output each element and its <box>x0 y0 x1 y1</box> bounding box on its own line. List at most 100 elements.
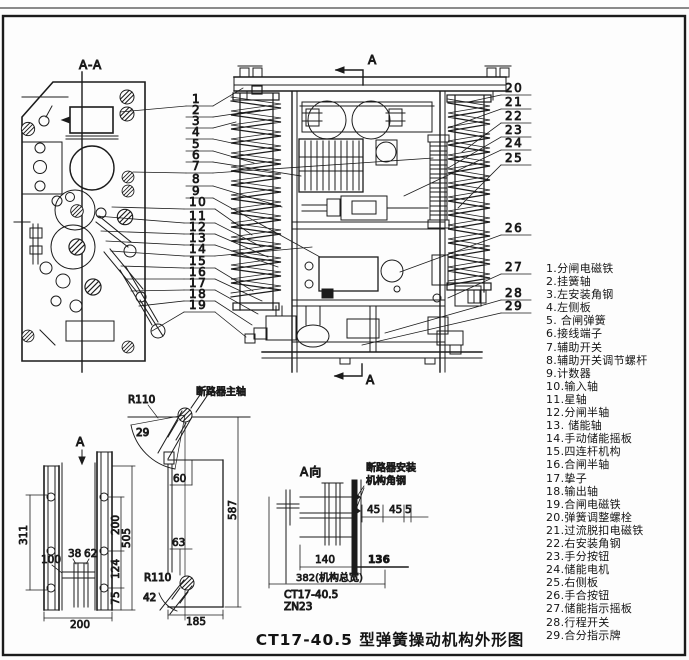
svg-text:13: 13 <box>189 231 207 245</box>
callout-27: 27 <box>447 260 532 299</box>
svg-text:5: 5 <box>405 504 412 516</box>
svg-text:29: 29 <box>505 299 523 313</box>
breaker-shaft-label: 断路器主轴 <box>196 385 246 398</box>
parts-legend: 1.分闸电磁铁 2.挂簧轴 3.左安装角钢 4.左侧板 5. 合闸弹簧 6.接线… <box>546 262 688 642</box>
callout-18: 18 <box>138 287 253 326</box>
svg-text:12: 12 <box>189 220 207 234</box>
callout-17: 17 <box>130 276 259 315</box>
legend-item: 27.储能指示摇板 <box>546 602 633 616</box>
callout-15: 15 <box>120 254 254 292</box>
upper-panel <box>299 100 435 140</box>
svg-text:26: 26 <box>505 221 523 235</box>
svg-text:28: 28 <box>505 286 523 300</box>
svg-text:63: 63 <box>172 537 185 549</box>
svg-text:R110: R110 <box>144 572 171 584</box>
svg-text:6: 6 <box>192 148 201 162</box>
callout-24: 24 <box>403 136 532 197</box>
svg-text:200: 200 <box>70 619 90 631</box>
svg-text:38: 38 <box>68 548 81 560</box>
svg-text:587: 587 <box>227 500 239 520</box>
callout-10: 10 <box>111 195 253 236</box>
legend-item: 7.辅助开关 <box>546 340 603 354</box>
svg-text:200: 200 <box>110 515 122 535</box>
callout-7: 7 <box>132 157 434 174</box>
svg-text:A: A <box>368 53 377 67</box>
svg-text:R110: R110 <box>128 394 155 406</box>
svg-text:1: 1 <box>192 92 201 106</box>
legend-item: 23.手分按钮 <box>546 550 610 564</box>
svg-text:18: 18 <box>189 287 207 301</box>
drawing-title: CT17-40.5 型弹簧操动机构外形图 <box>255 631 525 649</box>
svg-text:45: 45 <box>389 504 402 516</box>
svg-text:2: 2 <box>192 103 201 117</box>
svg-text:62: 62 <box>84 548 97 560</box>
svg-text:8: 8 <box>192 172 201 186</box>
mount-note-line2: 机构角钢 <box>366 474 406 487</box>
legend-item: 8.辅助开关调节螺杆 <box>546 353 648 367</box>
shaft-end <box>375 141 397 163</box>
callout-14: 14 <box>110 242 313 257</box>
svg-text:10: 10 <box>189 195 207 209</box>
mount-note-line1: 断路器安装 <box>366 461 416 474</box>
page-border <box>0 7 689 657</box>
legend-item: 18.输出轴 <box>546 484 599 498</box>
callout-12: 12 <box>100 220 269 258</box>
svg-text:27: 27 <box>505 260 523 274</box>
callout-25: 25 <box>457 151 532 209</box>
svg-text:29: 29 <box>136 427 149 439</box>
svg-text:14: 14 <box>189 242 207 256</box>
svg-text:311: 311 <box>18 525 30 545</box>
section-marker-bottom: A <box>333 363 375 388</box>
svg-text:75: 75 <box>110 591 122 604</box>
legend-item: 14.手动储能摇板 <box>546 432 633 446</box>
callout-4: 4 <box>185 125 233 144</box>
legend-item: 15.四连杆机构 <box>546 445 621 459</box>
svg-text:11: 11 <box>189 209 207 223</box>
callout-21: 21 <box>447 95 532 129</box>
svg-text:9: 9 <box>192 184 201 198</box>
callout-9: 9 <box>185 184 321 258</box>
mounting-plate-view: A 311 200 124 75 505 100 38 62 <box>18 435 136 631</box>
svg-text:7: 7 <box>192 159 201 173</box>
callout-1: 1 <box>119 87 244 113</box>
top-beam <box>233 65 512 92</box>
svg-text:4: 4 <box>192 125 201 139</box>
svg-text:A: A <box>366 373 375 387</box>
legend-item: 10.输入轴 <box>546 379 599 393</box>
main-front-view: A A <box>230 53 512 388</box>
legend-item: 12.分闸半轴 <box>546 406 610 420</box>
legend-item: 19.合闸电磁铁 <box>546 497 621 511</box>
legend-item: 25.右侧板 <box>546 576 599 590</box>
svg-text:24: 24 <box>505 136 523 150</box>
legend-item: 13. 储能轴 <box>546 419 603 433</box>
svg-text:5: 5 <box>192 137 201 151</box>
view-a-label: A向 <box>300 464 322 479</box>
callout-23: 23 <box>447 123 532 169</box>
svg-text:185: 185 <box>186 616 206 628</box>
svg-text:45: 45 <box>367 504 380 516</box>
storage-motor <box>291 195 446 230</box>
closing-spring-left <box>230 85 282 311</box>
side-plates <box>246 90 494 373</box>
manual-close-button <box>380 259 404 283</box>
legend-item: 22.右安装角钢 <box>546 536 621 550</box>
callout-5: 5 <box>185 137 255 164</box>
svg-text:25: 25 <box>505 151 523 165</box>
svg-text:19: 19 <box>189 298 207 312</box>
legend-item: 11.星轴 <box>546 392 587 406</box>
svg-text:23: 23 <box>505 123 523 137</box>
callout-29: 29 <box>361 299 532 346</box>
svg-text:21: 21 <box>505 95 523 109</box>
callout-28: 28 <box>384 286 532 334</box>
legend-item: 16.合闸半轴 <box>546 458 610 472</box>
view-a-direction: A向 断路器安装 机构角钢 45 45 5 140 136 <box>268 461 429 614</box>
counter-window <box>304 256 404 299</box>
callouts-left: 1 2 3 4 5 6 7 8 9 10 11 12 13 14 15 16 1… <box>96 87 434 338</box>
legend-item: 1.分闸电磁铁 <box>546 262 614 275</box>
legend-item: 20.弹簧调整螺栓 <box>546 510 633 524</box>
callout-22: 22 <box>461 109 532 153</box>
mechanism-model: CT17-40.5 <box>284 589 338 601</box>
legend-item: 6.接线端子 <box>546 327 603 341</box>
